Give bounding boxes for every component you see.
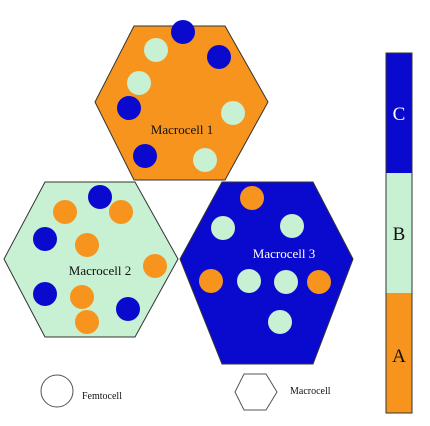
femtocell bbox=[307, 270, 331, 294]
femtocell bbox=[280, 214, 304, 238]
femtocell bbox=[240, 186, 264, 210]
spectrum-band-a-label: A bbox=[392, 346, 406, 367]
spectrum-band-a bbox=[386, 293, 412, 413]
legend: Femtocell Macrocell bbox=[40, 373, 331, 411]
femtocell bbox=[53, 200, 77, 224]
femtocell bbox=[193, 148, 217, 172]
femtocell-legend-label: Femtocell bbox=[82, 391, 122, 402]
femtocell bbox=[33, 282, 57, 306]
femtocell bbox=[171, 20, 195, 44]
spectrum-band-b-label: B bbox=[393, 224, 406, 245]
macrocell-3: Macrocell 3 bbox=[179, 181, 354, 365]
femtocell bbox=[88, 185, 112, 209]
macrocell-legend-label: Macrocell bbox=[290, 386, 331, 397]
femtocell bbox=[127, 71, 151, 95]
femtocell bbox=[33, 227, 57, 251]
femtocell bbox=[274, 270, 298, 294]
macrocell-3-label: Macrocell 3 bbox=[253, 246, 315, 261]
spectrum-band-c bbox=[386, 53, 412, 173]
femtocell bbox=[143, 254, 167, 278]
femtocell bbox=[117, 96, 141, 120]
femtocell bbox=[237, 269, 261, 293]
femtocell bbox=[207, 45, 231, 69]
femtocell bbox=[133, 144, 157, 168]
femtocell bbox=[144, 38, 168, 62]
femtocell bbox=[211, 216, 235, 240]
femtocell bbox=[116, 297, 140, 321]
femtocell bbox=[268, 310, 292, 334]
macrocell-legend-icon bbox=[234, 373, 278, 411]
spectrum-band-c-label: C bbox=[393, 104, 406, 125]
femtocell-legend-icon bbox=[40, 374, 74, 408]
spectrum-outline bbox=[385, 52, 413, 414]
spectrum-band-b bbox=[386, 173, 412, 293]
macrocell-2-label: Macrocell 2 bbox=[69, 263, 131, 278]
femtocell bbox=[75, 310, 99, 334]
femtocell bbox=[199, 269, 223, 293]
macrocell-1: Macrocell 1 bbox=[94, 20, 269, 181]
femtocell bbox=[109, 200, 133, 224]
macrocell-1-label: Macrocell 1 bbox=[151, 122, 213, 137]
femtocell bbox=[221, 101, 245, 125]
spectrum-bar: C B A bbox=[385, 52, 413, 414]
femtocell bbox=[70, 285, 94, 309]
macrocell-2: Macrocell 2 bbox=[3, 181, 179, 338]
femtocell bbox=[75, 233, 99, 257]
